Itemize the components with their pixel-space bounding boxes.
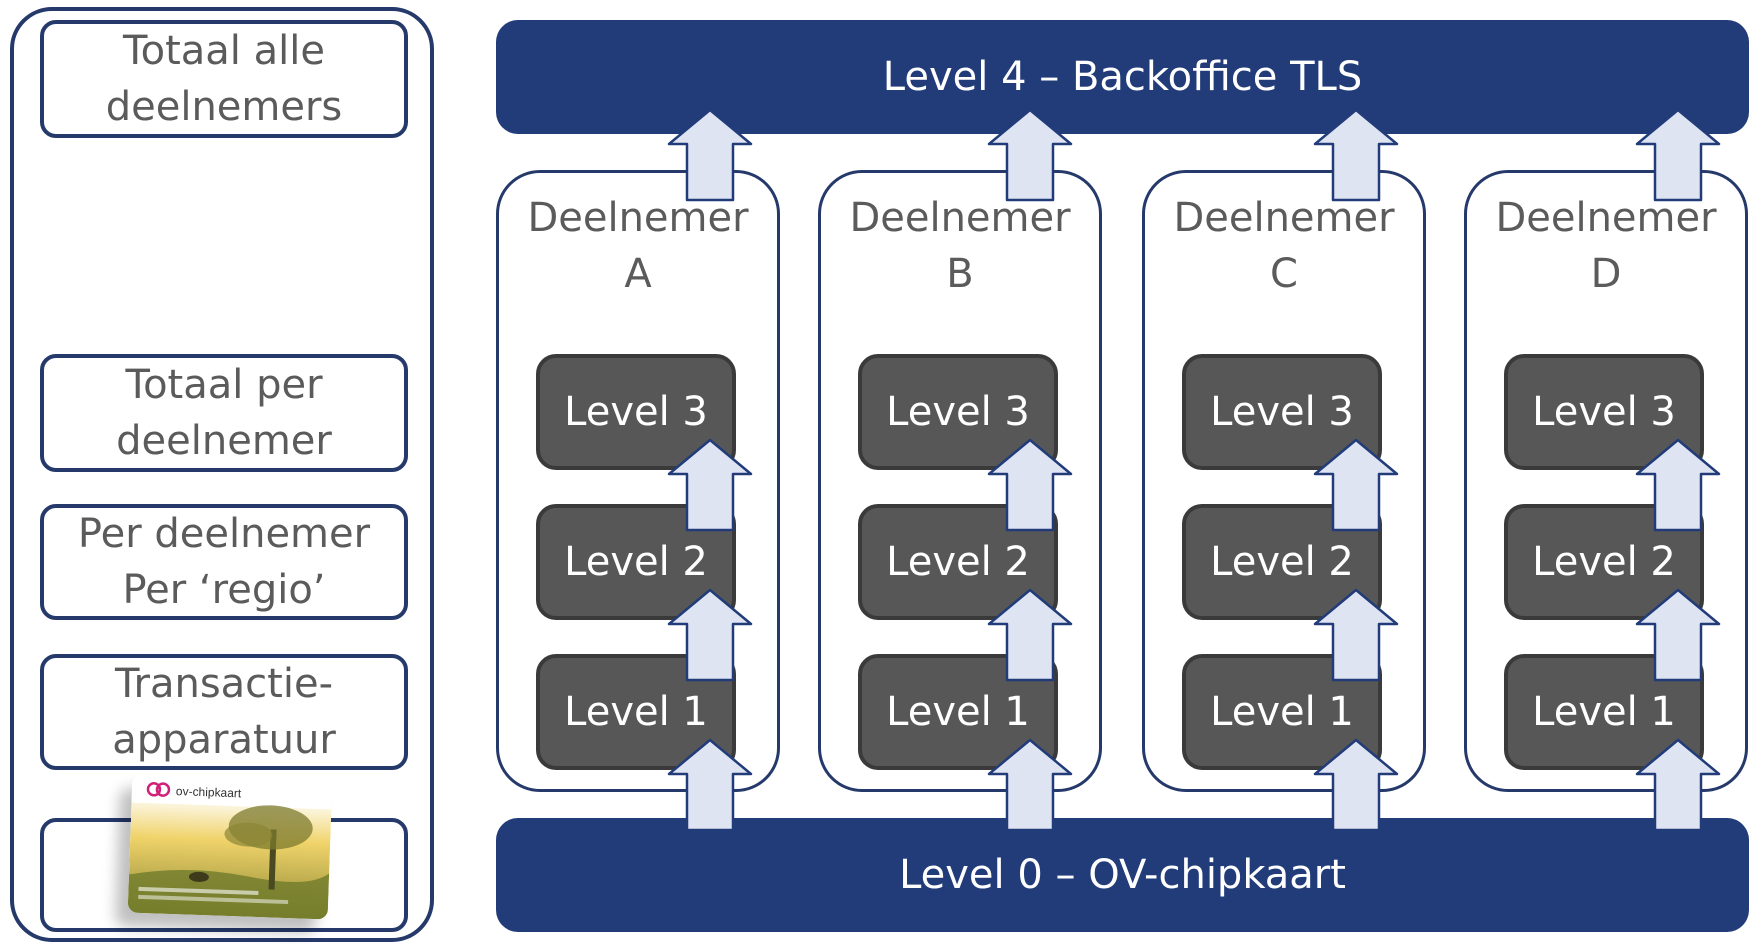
legend-transaction-label: Transactie- apparatuur (112, 661, 336, 763)
up-arrow-icon (1635, 738, 1721, 832)
legend-total-all: Totaal alle deelnemers (40, 20, 408, 138)
up-arrow-icon (1313, 438, 1399, 532)
participant-b-title: Deelnemer B (849, 195, 1071, 297)
up-arrow-icon (667, 108, 753, 202)
up-arrow-icon (1313, 738, 1399, 832)
up-arrow-icon (667, 588, 753, 682)
legend-transaction-equipment: Transactie- apparatuur (40, 654, 408, 770)
level-0-label: Level 0 – OV-chipkaart (899, 852, 1346, 898)
up-arrow-icon (1635, 438, 1721, 532)
legend-per-region: Per deelnemer Per ‘regio’ (40, 504, 408, 620)
participant-d-title: Deelnemer D (1495, 195, 1717, 297)
legend-total-all-label: Totaal alle deelnemers (105, 28, 343, 130)
legend-per-region-label: Per deelnemer Per ‘regio’ (77, 511, 371, 613)
up-arrow-icon (987, 588, 1073, 682)
level-0-chipcard-band: Level 0 – OV-chipkaart (496, 818, 1749, 932)
legend-total-per-participant: Totaal per deelnemer (40, 354, 408, 472)
participant-c-title: Deelnemer C (1173, 195, 1395, 297)
participant-a-title: Deelnemer A (527, 195, 749, 297)
level-4-label: Level 4 – Backoffice TLS (882, 54, 1363, 100)
up-arrow-icon (1313, 588, 1399, 682)
legend-total-per-label: Totaal per deelnemer (116, 362, 332, 464)
up-arrow-icon (987, 438, 1073, 532)
ov-chipkaart-card-image: ov-chipkaart (127, 774, 333, 920)
up-arrow-icon (987, 108, 1073, 202)
up-arrow-icon (1635, 588, 1721, 682)
card-brand-text: ov-chipkaart (176, 784, 242, 800)
up-arrow-icon (667, 438, 753, 532)
up-arrow-icon (1313, 108, 1399, 202)
up-arrow-icon (987, 738, 1073, 832)
up-arrow-icon (1635, 108, 1721, 202)
participant-a-level-3: Level 3 (536, 354, 736, 470)
up-arrow-icon (667, 738, 753, 832)
